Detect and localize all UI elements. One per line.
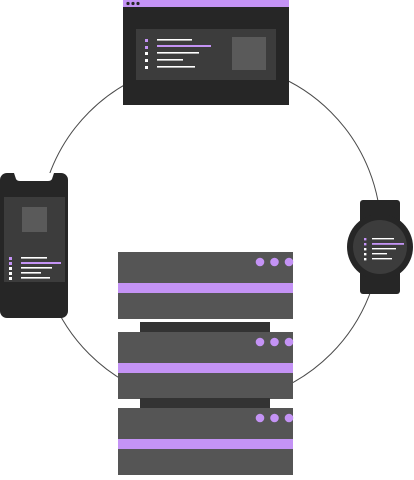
text-line-highlight (372, 243, 404, 245)
server-accent-stripe (118, 363, 293, 373)
server-rack-icon (118, 252, 294, 475)
text-line (372, 238, 394, 240)
server-status-light (255, 413, 265, 423)
server-connector (140, 398, 270, 408)
server-status-light (270, 337, 279, 347)
server-status-light (284, 413, 294, 423)
server-status-light (255, 337, 265, 347)
list-bullet (364, 253, 367, 256)
browser-list (145, 39, 211, 69)
list-bullet (9, 257, 12, 260)
window-dot (131, 1, 135, 6)
watch-list (364, 238, 404, 261)
text-line (157, 59, 183, 61)
list-bullet (364, 243, 367, 246)
phone-notch (14, 173, 54, 181)
list-bullet (364, 258, 367, 261)
text-line (21, 267, 52, 269)
list-bullet (145, 52, 148, 55)
text-line (21, 257, 47, 259)
server-connector (140, 322, 270, 332)
list-bullet (9, 267, 12, 270)
text-line (21, 272, 41, 274)
server-status-light (270, 257, 279, 267)
server-status-light (255, 257, 265, 267)
text-line (157, 39, 192, 41)
list-bullet (145, 66, 148, 69)
server-accent-stripe (118, 283, 293, 293)
text-line-highlight (157, 45, 211, 47)
phone-list (9, 257, 61, 280)
watch-face (353, 220, 407, 274)
list-bullet (145, 39, 148, 42)
list-bullet (145, 46, 148, 49)
text-line-highlight (21, 262, 61, 264)
browser-title-bar (123, 0, 289, 7)
text-line (21, 277, 50, 279)
image-thumbnail (22, 207, 47, 232)
browser-window-icon (123, 0, 289, 105)
list-bullet (145, 59, 148, 62)
server-status-light (284, 257, 294, 267)
window-dot (126, 1, 130, 6)
smartwatch-icon (347, 200, 413, 294)
server-accent-stripe (118, 439, 293, 449)
text-line (157, 66, 195, 68)
text-line (372, 253, 387, 255)
list-bullet (9, 277, 12, 280)
list-bullet (364, 248, 367, 251)
image-thumbnail (232, 37, 266, 70)
text-line (372, 258, 392, 260)
text-line (372, 248, 396, 250)
window-dot (136, 1, 140, 6)
smartphone-icon (0, 173, 68, 318)
server-status-light (270, 413, 279, 423)
list-bullet (9, 272, 12, 275)
server-status-light (284, 337, 294, 347)
list-bullet (364, 238, 367, 241)
text-line (157, 52, 199, 54)
list-bullet (9, 262, 12, 265)
